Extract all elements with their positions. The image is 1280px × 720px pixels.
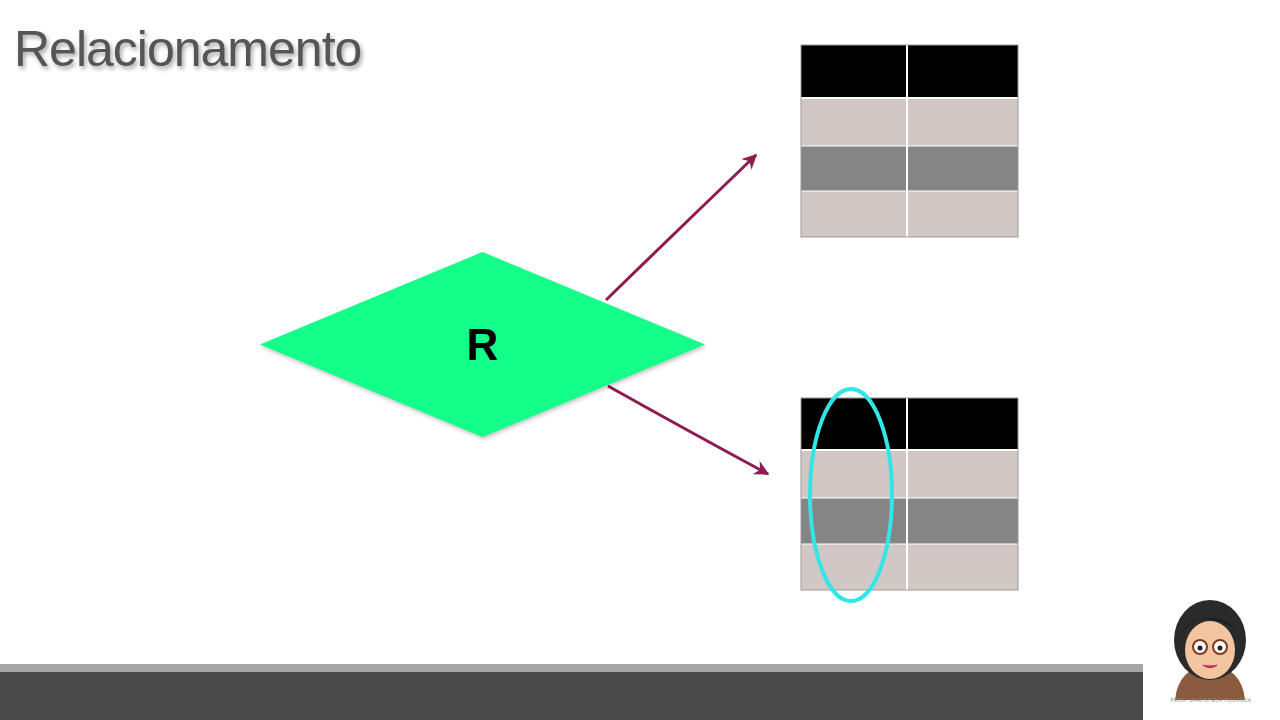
avatar xyxy=(1174,600,1246,700)
slide-title: Relacionamento xyxy=(14,20,361,78)
arrow xyxy=(608,386,768,474)
entity-table xyxy=(801,398,1018,590)
author-credit: PROF. MARISTELA HOLANDA xyxy=(1163,697,1259,703)
footer-bar xyxy=(0,672,1143,720)
relationship-label: R xyxy=(467,320,499,370)
arrow xyxy=(606,155,756,300)
highlight-ellipse xyxy=(810,389,892,601)
footer-bar xyxy=(0,664,1143,672)
relationship-diamond: R xyxy=(260,252,705,437)
entity-table xyxy=(801,45,1018,237)
